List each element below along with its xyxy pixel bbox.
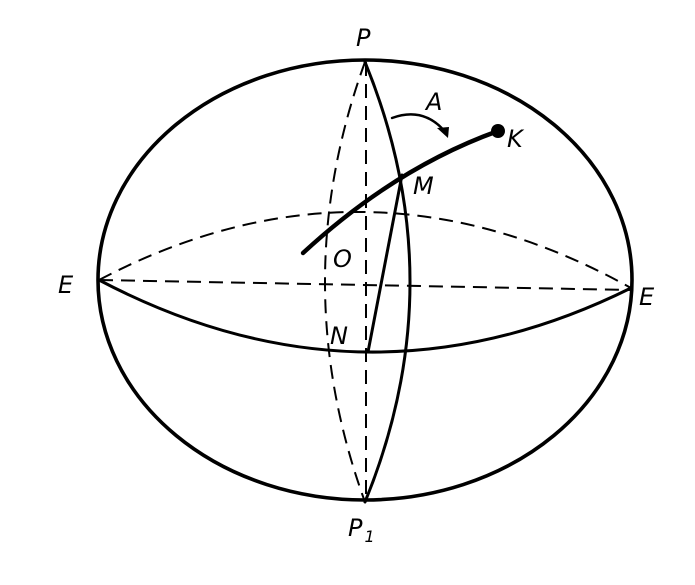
azimuth-arrowhead [437,127,449,138]
label-point-k: K [507,125,525,153]
trajectory-curve [300,128,501,256]
label-equator-left: E [58,271,74,299]
azimuth-arc [390,113,449,136]
label-pole-top: P [356,24,371,52]
meridian-back-arc [324,61,366,503]
label-pole-bottom-main: P [348,514,363,542]
point-k-dot [491,124,505,138]
meridian-front-arc [363,60,412,504]
label-point-n: N [330,322,348,350]
equator-back-arc [98,210,632,289]
label-equator-right: E [639,283,655,311]
label-point-o: O [333,245,352,273]
label-angle-a: A [424,88,442,116]
line-n-m [366,173,404,354]
label-pole-bottom-subscript: 1 [364,527,374,546]
label-point-m: M [413,172,434,200]
sphere-outline [96,58,634,502]
